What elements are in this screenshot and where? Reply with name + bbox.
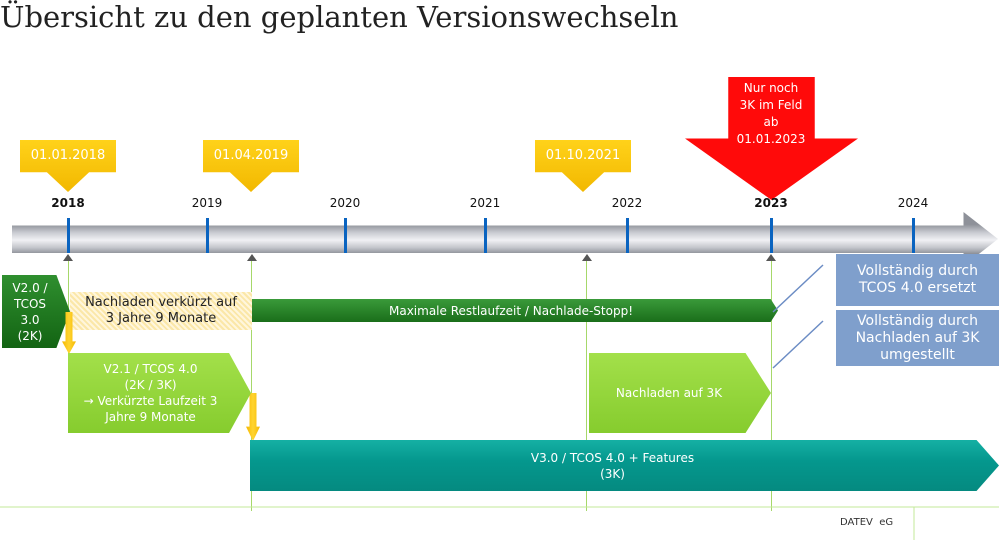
down-arrow-icon [246, 393, 260, 441]
v30-label: V3.0 / TCOS 4.0 + Features (3K) [250, 440, 975, 491]
tick-2018 [67, 218, 70, 253]
red-callout-line: Nur noch [743, 81, 799, 95]
nachladen-verkuerzt-line: Nachladen verkürzt auf [85, 295, 237, 310]
year-2021: 2021 [469, 196, 501, 210]
tick-2019 [206, 218, 209, 253]
note-line: Vollständig durch [857, 312, 978, 329]
v21-shape [68, 353, 251, 433]
v30-shape [250, 440, 999, 491]
note-reloaded: Vollständig durch Nachladen auf 3K umges… [836, 310, 999, 366]
red-callout-line: ab [763, 115, 779, 129]
tick-2022 [626, 218, 629, 253]
connector-line [772, 320, 824, 369]
v21-line: V2.1 / TCOS 4.0 [103, 362, 198, 376]
marker-triangle [582, 254, 592, 261]
callout-2018-label: 01.01.2018 [30, 148, 106, 163]
down-arrow-icon [62, 312, 76, 354]
year-2020: 2020 [329, 196, 361, 210]
red-callout-line: 01.01.2023 [736, 132, 806, 146]
year-2022: 2022 [611, 196, 643, 210]
nachladen-verkuerzt-line: 3 Jahre 9 Monate [105, 311, 217, 326]
red-callout-text: Nur noch 3K im Feld ab 01.01.2023 [716, 80, 826, 148]
note-line: Vollständig durch [857, 263, 978, 279]
marker-triangle [247, 254, 257, 261]
v20-line: 3.0 [20, 312, 40, 327]
v30-line: V3.0 / TCOS 4.0 + Features [530, 450, 695, 465]
v20-line: TCOS [13, 296, 47, 311]
note-replaced: Vollständig durch TCOS 4.0 ersetzt [836, 254, 999, 306]
marker-triangle [63, 254, 73, 261]
nachladen-verkuerzt-box: Nachladen verkürzt auf 3 Jahre 9 Monate [70, 292, 252, 330]
tick-2020 [344, 218, 347, 253]
guide-line [586, 261, 587, 511]
note-line: umgestellt [880, 346, 955, 363]
v21-label: V2.1 / TCOS 4.0 (2K / 3K) → Verkürzte La… [68, 353, 233, 433]
v20-line: (2K) [17, 328, 43, 343]
tick-2023 [770, 218, 773, 253]
footer-company: DATEV eG [840, 517, 894, 528]
v21-line: Jahre 9 Monate [105, 410, 196, 424]
guide-line [251, 261, 252, 511]
year-2023: 2023 [754, 196, 788, 210]
v20-shape [2, 275, 70, 348]
page-title: Übersicht zu den geplanten Versionswechs… [0, 0, 679, 34]
connector-line [772, 264, 824, 313]
red-callout-line: 3K im Feld [739, 98, 803, 112]
v30-line: (3K) [600, 466, 625, 481]
restlaufzeit-bar [252, 299, 778, 322]
nachladen-3k-shape [589, 353, 771, 433]
year-2019: 2019 [191, 196, 223, 210]
guide-line [771, 261, 772, 511]
marker-triangle [766, 254, 776, 261]
guide-line [68, 261, 69, 353]
nachladen-3k-label: Nachladen auf 3K [615, 386, 723, 400]
v21-line: → Verkürzte Laufzeit 3 [83, 394, 218, 408]
year-2018: 2018 [51, 196, 85, 210]
callout-2021-label: 01.10.2021 [545, 148, 621, 163]
v20-label: V2.0 / TCOS 3.0 (2K) [2, 275, 58, 348]
year-2024: 2024 [897, 196, 929, 210]
v20-line: V2.0 / [12, 280, 48, 295]
note-line: TCOS 4.0 ersetzt [858, 280, 977, 296]
restlaufzeit-label: Maximale Restlaufzeit / Nachlade-Stopp! [388, 303, 634, 318]
tick-2021 [484, 218, 487, 253]
v21-line: (2K / 3K) [124, 378, 177, 392]
note-line: Nachladen auf 3K [855, 329, 980, 346]
tick-2024 [912, 218, 915, 253]
callout-2019-label: 01.04.2019 [213, 148, 289, 163]
